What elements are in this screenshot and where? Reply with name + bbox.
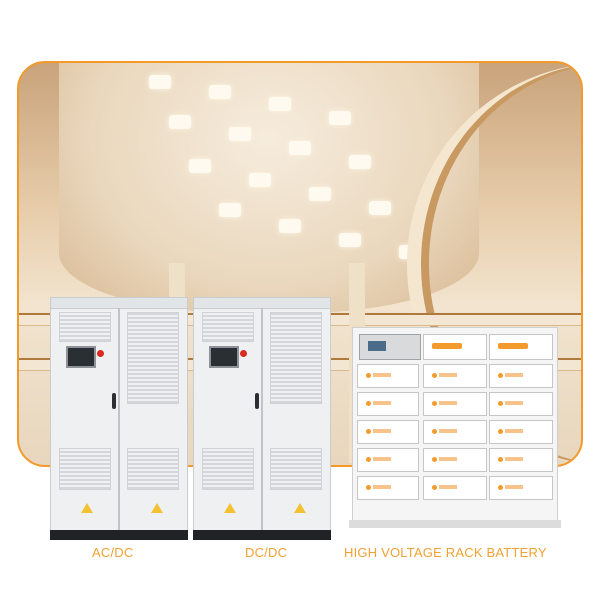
- vent-grille: [202, 448, 254, 490]
- cabinet-base: [193, 530, 331, 540]
- battery-module: [423, 392, 487, 416]
- ceiling-light: [269, 97, 291, 111]
- emergency-stop-icon: [97, 350, 104, 357]
- door-handle: [112, 393, 116, 409]
- vent-grille: [59, 448, 111, 490]
- vent-grille: [202, 312, 254, 342]
- vent-grille: [270, 312, 322, 404]
- ceiling: [59, 63, 479, 313]
- battery-module: [489, 476, 553, 500]
- caption-dcdc: DC/DC: [245, 545, 288, 560]
- battery-controller: [359, 334, 421, 360]
- ceiling-light: [209, 85, 231, 99]
- vent-grille: [127, 448, 179, 490]
- emergency-stop-icon: [240, 350, 247, 357]
- brand-logo-icon: [498, 343, 528, 349]
- caption-acdc: AC/DC: [92, 545, 134, 560]
- battery-module: [423, 364, 487, 388]
- battery-module: [423, 476, 487, 500]
- battery-module: [357, 448, 419, 472]
- acdc-cabinet: [50, 297, 188, 540]
- touch-screen: [209, 346, 239, 368]
- ceiling-light: [279, 219, 301, 233]
- ceiling-light: [229, 127, 251, 141]
- warning-triangle-icon: [81, 503, 93, 513]
- ceiling-light: [339, 233, 361, 247]
- vent-grille: [59, 312, 111, 342]
- ceiling-light: [219, 203, 241, 217]
- touch-screen: [66, 346, 96, 368]
- warning-triangle-icon: [151, 503, 163, 513]
- ceiling-light: [249, 173, 271, 187]
- warning-triangle-icon: [294, 503, 306, 513]
- ceiling-light: [149, 75, 171, 89]
- battery-module: [357, 392, 419, 416]
- battery-module: [423, 448, 487, 472]
- door-split: [261, 308, 263, 530]
- battery-module: [489, 448, 553, 472]
- cabinet-base: [50, 530, 188, 540]
- battery-module: [489, 420, 553, 444]
- rack-header: [489, 334, 553, 360]
- ceiling-light: [169, 115, 191, 129]
- vent-grille: [270, 448, 322, 490]
- battery-module: [489, 364, 553, 388]
- brand-logo-icon: [432, 343, 462, 349]
- vent-grille: [127, 312, 179, 404]
- rack-header: [423, 334, 487, 360]
- battery-module: [423, 420, 487, 444]
- controller-display: [368, 341, 386, 351]
- ceiling-light: [349, 155, 371, 169]
- battery-module: [357, 420, 419, 444]
- battery-module: [489, 392, 553, 416]
- ceiling-light: [309, 187, 331, 201]
- dcdc-cabinet: [193, 297, 331, 540]
- battery-module: [357, 364, 419, 388]
- caption-rack-battery: HIGH VOLTAGE RACK BATTERY: [344, 545, 547, 560]
- door-handle: [255, 393, 259, 409]
- ceiling-light: [329, 111, 351, 125]
- battery-module: [357, 476, 419, 500]
- warning-triangle-icon: [224, 503, 236, 513]
- ceiling-light: [189, 159, 211, 173]
- rack-foot: [349, 520, 561, 528]
- ceiling-light: [369, 201, 391, 215]
- rack-battery: [349, 327, 561, 528]
- door-split: [118, 308, 120, 530]
- ceiling-light: [289, 141, 311, 155]
